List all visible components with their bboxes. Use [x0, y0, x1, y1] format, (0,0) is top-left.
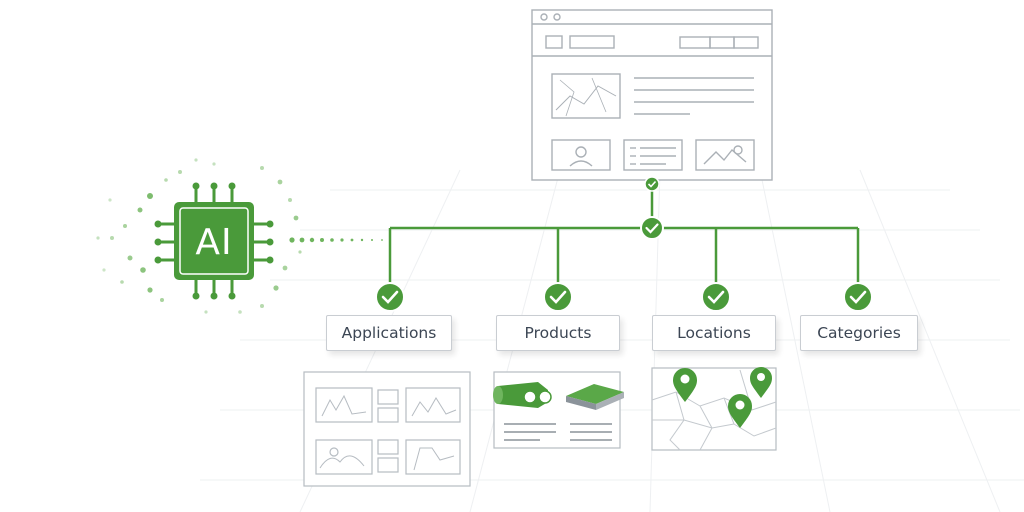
pipe-product-icon [493, 382, 552, 408]
categories-label: Categories [800, 315, 918, 351]
data-particles [96, 158, 383, 314]
check-badges [375, 176, 873, 312]
chip-label: AI [195, 221, 233, 263]
applications-card [303, 371, 471, 487]
map-pin-icon [673, 367, 772, 428]
browser-window [531, 9, 773, 181]
check-icon-locations [701, 282, 731, 312]
connector-lines [388, 184, 860, 290]
check-icon-browser [644, 176, 660, 192]
products-card [493, 371, 624, 449]
check-icon-products [543, 282, 573, 312]
check-icon-applications [375, 282, 405, 312]
locations-label: Locations [652, 315, 776, 351]
check-icon-hub [640, 216, 664, 240]
turf-product-icon [566, 384, 624, 410]
check-icon-categories [843, 282, 873, 312]
applications-label: Applications [326, 315, 452, 351]
ai-chip [154, 182, 274, 300]
locations-card [651, 367, 777, 451]
products-label: Products [496, 315, 620, 351]
